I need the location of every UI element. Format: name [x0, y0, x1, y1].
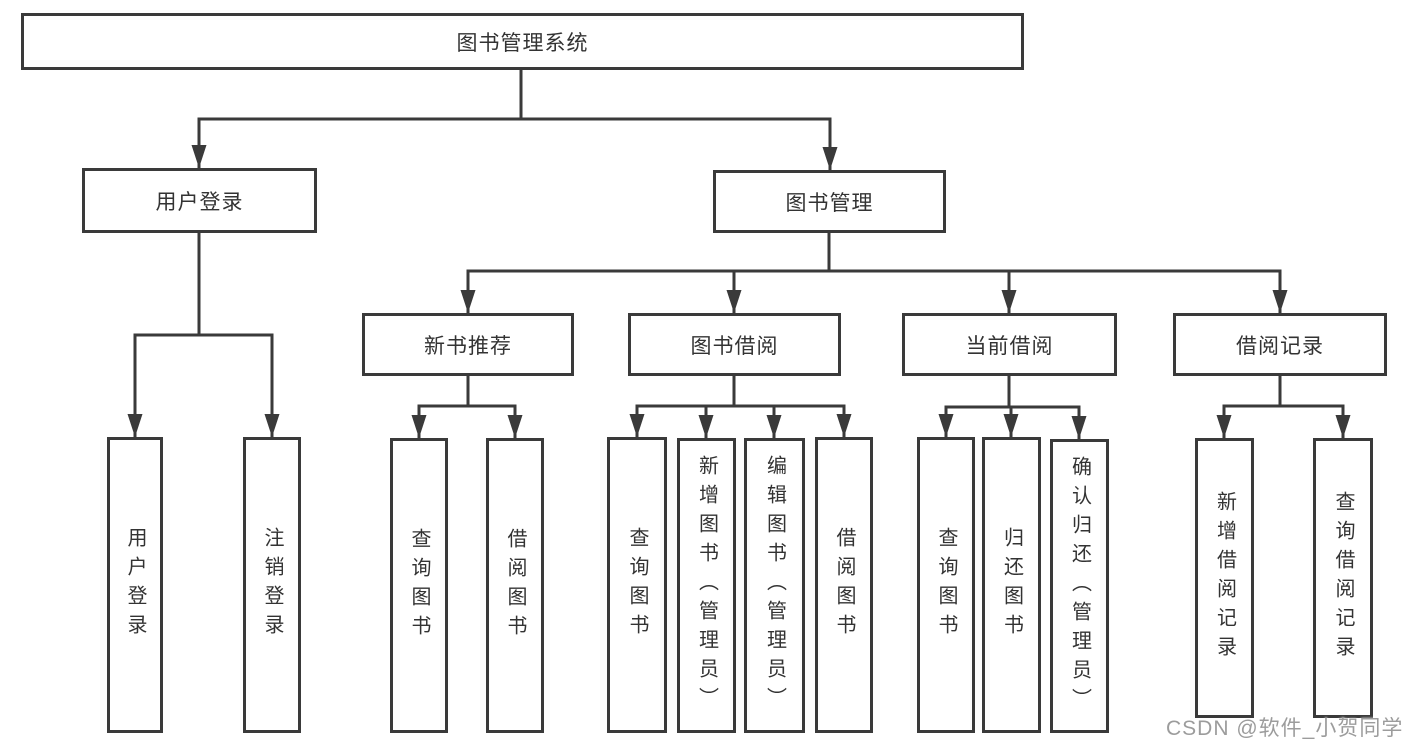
node-new-book-recommend: 新书推荐	[362, 313, 574, 376]
leaf-records-query-record: 查询借阅记录	[1313, 438, 1373, 718]
node-user-login: 用户登录	[82, 168, 317, 233]
leaf-borrow-query-book: 查询图书	[607, 437, 667, 733]
leaf-user-login: 用户登录	[107, 437, 163, 733]
leaf-recommend-query-book: 查询图书	[390, 438, 448, 733]
node-root: 图书管理系统	[21, 13, 1024, 70]
leaf-current-return-book: 归还图书	[982, 437, 1041, 733]
node-book-borrow: 图书借阅	[628, 313, 841, 376]
leaf-borrow-edit-book-admin: 编辑图书（管理员）	[744, 438, 805, 733]
leaf-borrow-borrow-book: 借阅图书	[815, 437, 873, 733]
node-book-management: 图书管理	[713, 170, 946, 233]
node-borrow-records: 借阅记录	[1173, 313, 1387, 376]
leaf-current-query-book: 查询图书	[917, 437, 975, 733]
leaf-current-confirm-return-admin: 确认归还（管理员）	[1050, 439, 1109, 733]
leaf-recommend-borrow-book: 借阅图书	[486, 438, 544, 733]
leaf-logout: 注销登录	[243, 437, 301, 733]
leaf-records-add-record: 新增借阅记录	[1195, 438, 1254, 718]
csdn-watermark: CSDN @软件_小贺同学	[1166, 717, 1404, 740]
leaf-borrow-add-book-admin: 新增图书（管理员）	[677, 438, 736, 733]
node-current-borrow: 当前借阅	[902, 313, 1117, 376]
